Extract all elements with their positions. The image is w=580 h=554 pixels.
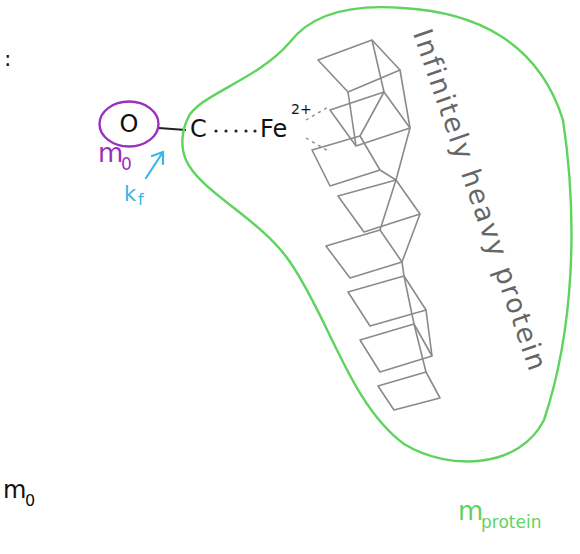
bond-line xyxy=(159,128,187,130)
protein-note: Infinitely heavy protein xyxy=(409,25,552,375)
stray-mark: : xyxy=(4,48,11,70)
atom-label: O xyxy=(120,112,139,136)
mass-symbol: m xyxy=(98,140,123,166)
rate-symbol: k xyxy=(124,184,136,205)
atom-label: C xyxy=(190,117,207,141)
outline xyxy=(178,0,578,476)
protein-region: C Fe 2+ Infinitely heavy protein xyxy=(178,0,578,476)
atom-label: Fe xyxy=(260,117,287,141)
mass-subscript: protein xyxy=(481,514,541,531)
kf-arrow xyxy=(146,152,163,178)
mass-subscript: 0 xyxy=(121,156,132,173)
mass-subscript: 0 xyxy=(25,493,35,509)
mass-symbol: m xyxy=(458,498,483,524)
rate-subscript: f xyxy=(138,192,144,208)
charge-label: 2+ xyxy=(291,102,312,116)
mass-symbol: m xyxy=(3,478,26,502)
